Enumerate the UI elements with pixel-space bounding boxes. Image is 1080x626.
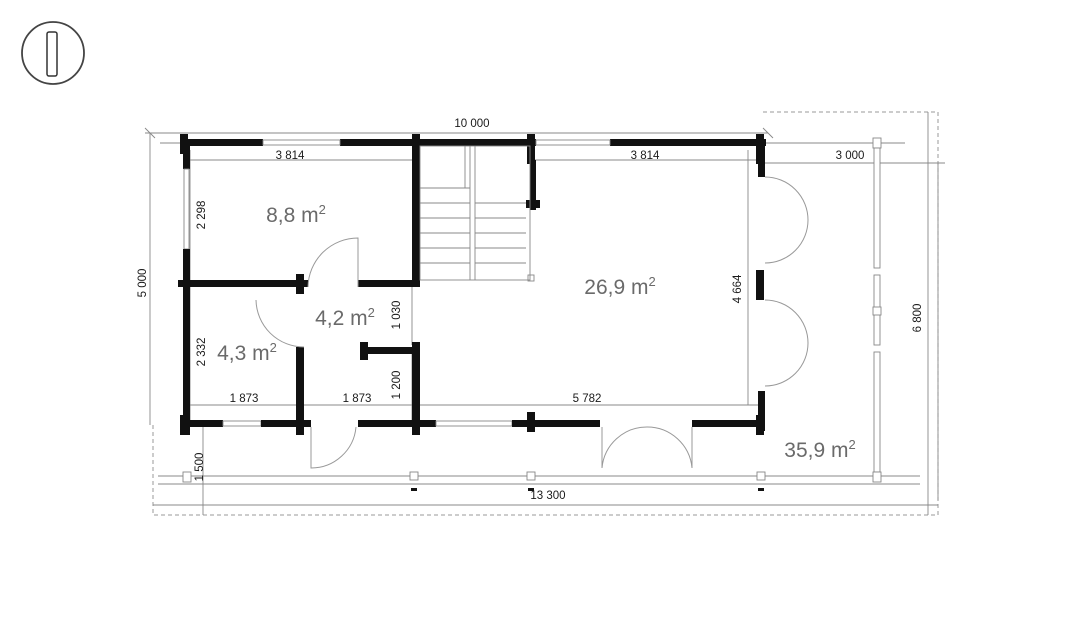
dim-living-height: 4 664 (732, 274, 744, 303)
area-room1: 8,8 m2 (266, 202, 326, 227)
dim-hall-door-gap: 1 030 (391, 301, 403, 330)
dim-room1-height: 2 298 (196, 201, 208, 230)
dim-total-height: 5 000 (137, 269, 149, 298)
dim-total-width: 10 000 (454, 118, 489, 130)
dim-hall-lower: 1 200 (391, 371, 403, 400)
dim-living-width: 5 782 (573, 393, 602, 405)
dim-hall-width: 1 873 (343, 393, 372, 405)
terrace-columns (182, 137, 882, 491)
doors (255, 176, 809, 469)
area-bath: 4,3 m2 (217, 340, 277, 365)
floor-badge: I (21, 21, 85, 85)
dim-terrace-width: 3 000 (836, 150, 865, 162)
walls (178, 134, 766, 435)
dim-bath-width: 1 873 (230, 393, 259, 405)
porch-lines (158, 475, 920, 485)
area-terrace: 35,9 m2 (784, 437, 855, 462)
dim-room3-width: 3 814 (631, 150, 660, 162)
terrace-outline (152, 111, 939, 516)
dim-overall-height: 6 800 (912, 304, 924, 333)
dim-bath-height: 2 332 (196, 338, 208, 367)
dim-room1-width: 3 814 (276, 150, 305, 162)
staircase (419, 145, 535, 282)
dim-porch-depth: 1 500 (194, 453, 206, 482)
area-living: 26,9 m2 (584, 274, 655, 299)
dim-overall-width: 13 300 (530, 490, 565, 502)
area-hall: 4,2 m2 (315, 305, 375, 330)
